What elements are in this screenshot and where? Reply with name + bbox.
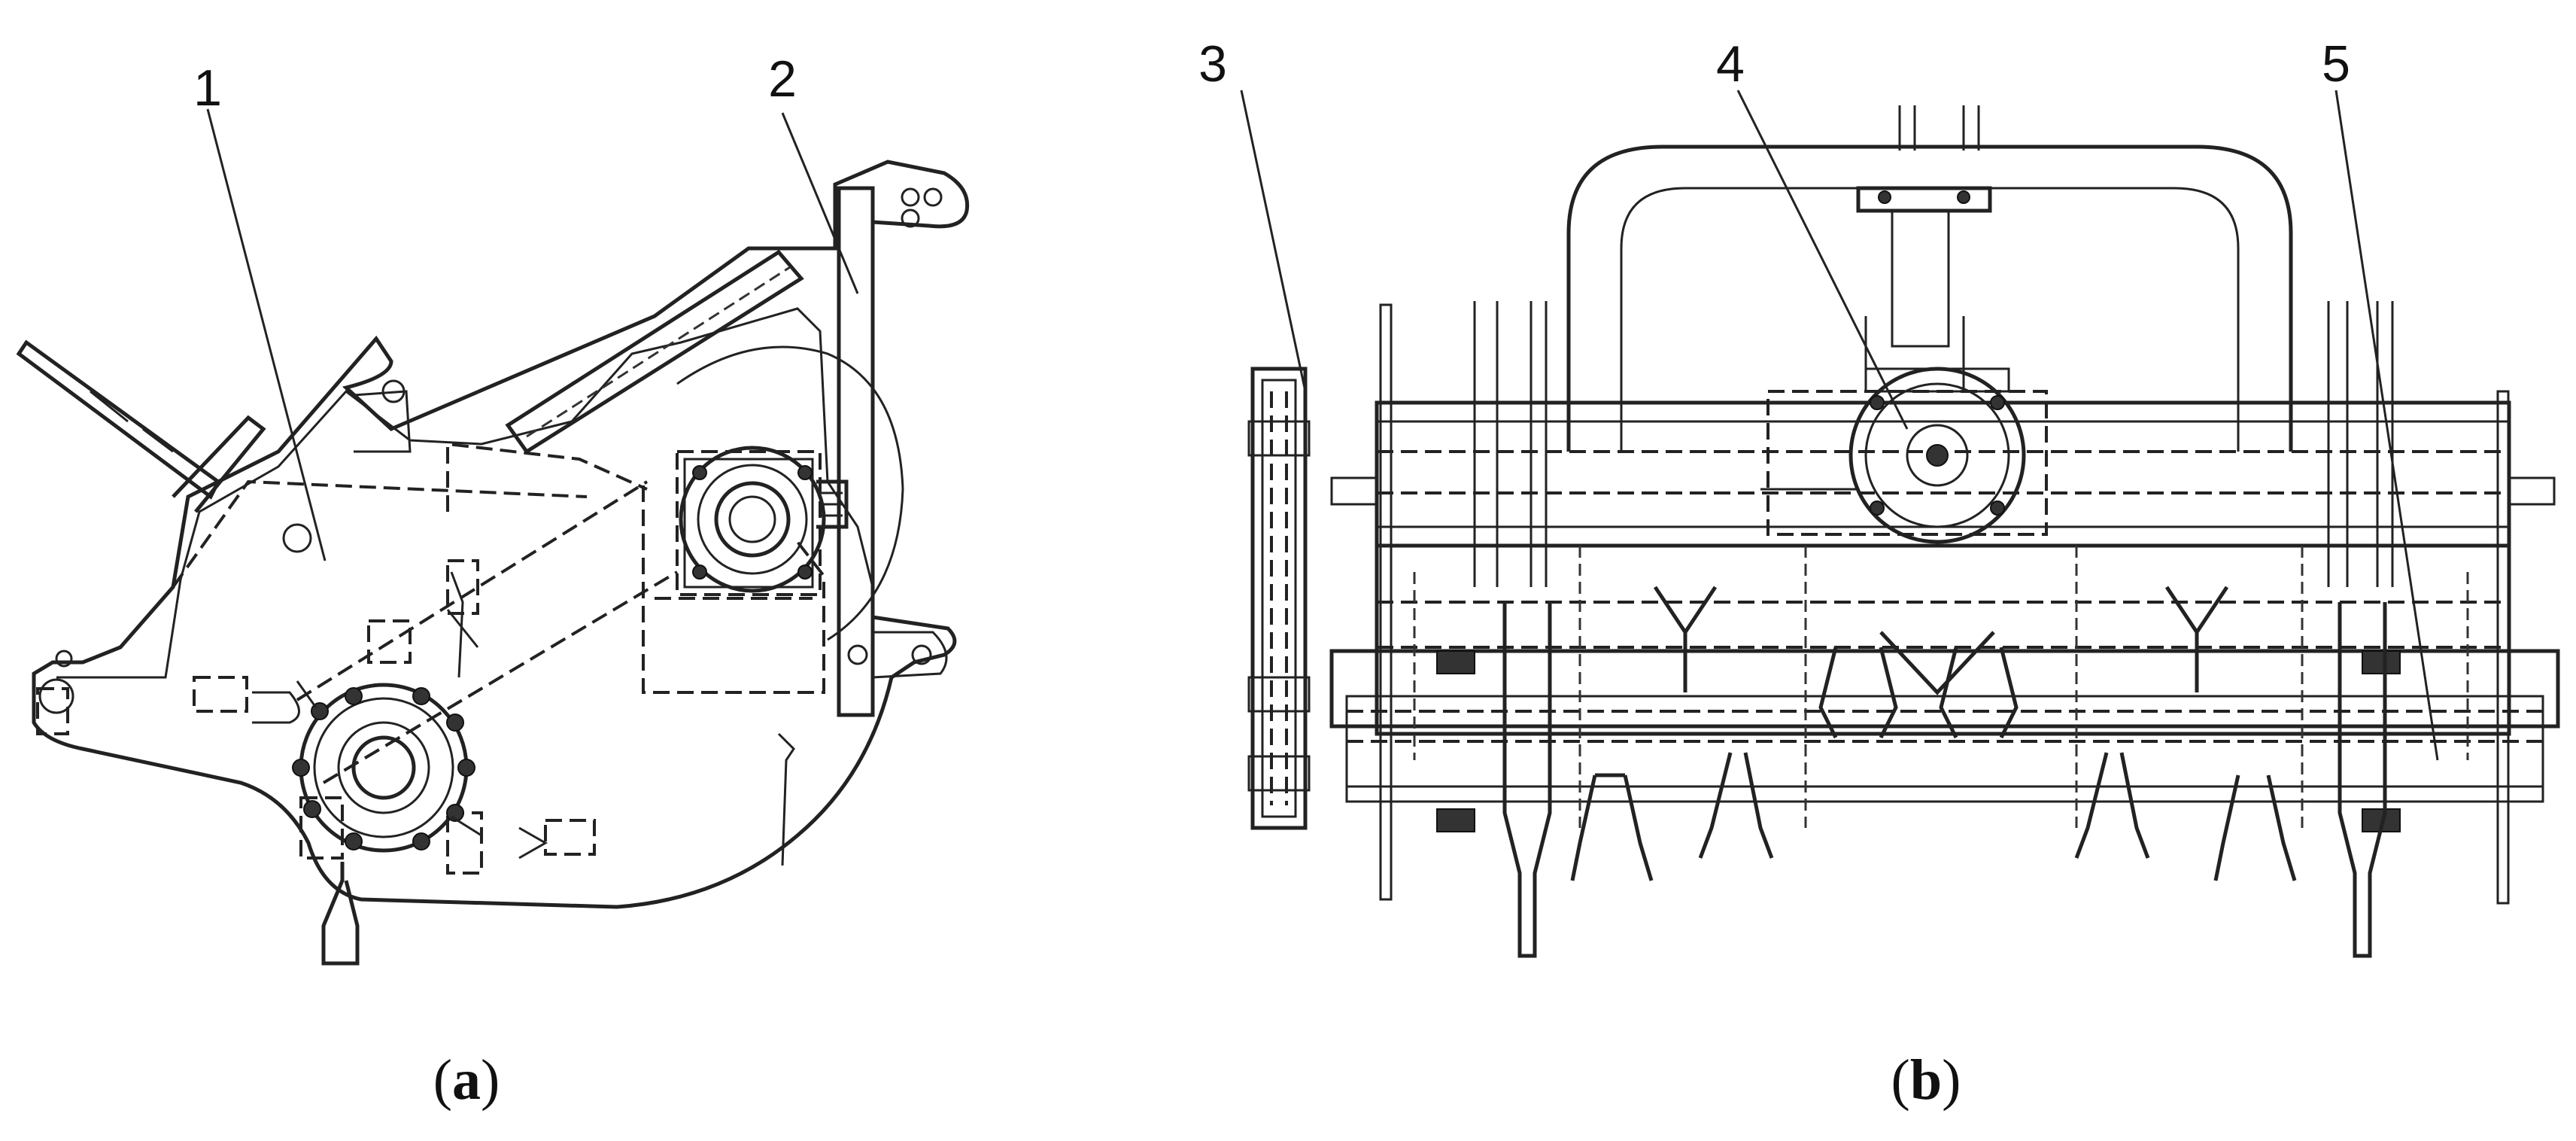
mount-hole xyxy=(38,678,74,714)
caption-a: (a) xyxy=(433,1048,500,1112)
chain-case xyxy=(1247,367,1311,830)
leader-lines-a xyxy=(206,108,859,561)
leader-line-2 xyxy=(781,112,859,294)
leader-lines-b xyxy=(1240,90,2439,761)
part-label-3: 3 xyxy=(1198,35,1227,93)
leader-line-3 xyxy=(1240,90,1307,392)
part-label-1: 1 xyxy=(193,59,222,117)
upper-arm xyxy=(505,249,804,455)
left-lever xyxy=(16,339,221,500)
upper-gearbox xyxy=(676,446,849,596)
drum-arc xyxy=(676,345,904,641)
part-label-4: 4 xyxy=(1716,35,1745,93)
transmission-housing xyxy=(296,442,679,784)
tines xyxy=(1502,586,2387,958)
caption-b: (b) xyxy=(1891,1048,1961,1112)
vertical-post xyxy=(837,186,875,717)
lower-gearbox xyxy=(292,680,482,853)
caption-a-letter: a xyxy=(452,1048,481,1112)
part-label-5: 5 xyxy=(2322,35,2350,93)
rotor-beam xyxy=(1329,649,2560,729)
side-view-drawing xyxy=(16,160,970,966)
leader-line-4 xyxy=(1736,90,1909,430)
part-label-2: 2 xyxy=(768,50,797,108)
side-plate-outline xyxy=(32,160,970,909)
front-view-drawing xyxy=(1247,105,2560,958)
mount-hole xyxy=(282,523,312,553)
inner-plate-contour xyxy=(56,307,874,679)
top-frame xyxy=(1566,145,2293,452)
leader-line-1 xyxy=(206,108,327,561)
tine-blade xyxy=(321,862,360,966)
central-gearbox xyxy=(1760,367,2048,544)
leader-line-5 xyxy=(2334,90,2439,761)
caption-b-letter: b xyxy=(1910,1048,1942,1112)
